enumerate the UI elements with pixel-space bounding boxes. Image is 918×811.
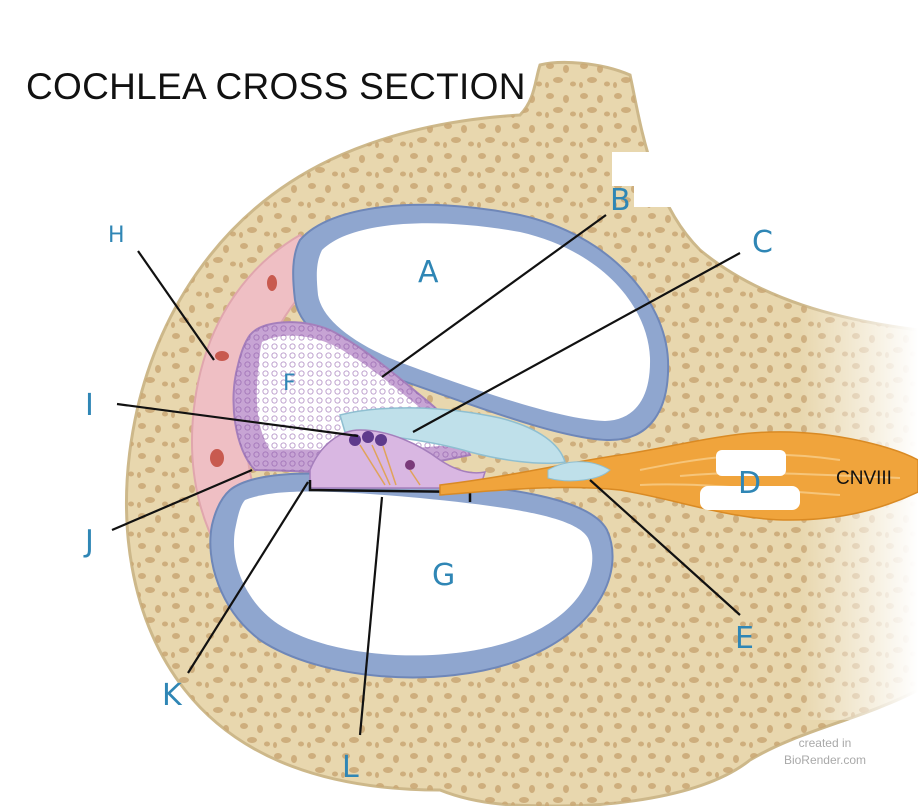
leader-lines	[111, 214, 741, 736]
label-g: G	[432, 558, 455, 593]
leader-h	[137, 250, 215, 361]
blood-vessel-2	[267, 275, 277, 291]
leader-c	[412, 252, 741, 433]
redaction-box-2	[634, 185, 692, 207]
redaction-box-4	[700, 486, 800, 510]
leader-b	[381, 214, 607, 378]
redaction-box-1	[612, 152, 670, 186]
label-h: H	[108, 223, 125, 248]
label-l: L	[342, 750, 359, 785]
label-i: I	[85, 388, 94, 423]
label-b: B	[610, 183, 631, 218]
leader-l	[358, 496, 384, 736]
basilar-membrane-bracket	[308, 480, 472, 502]
organ-of-corti	[309, 429, 487, 489]
page-title: COCHLEA CROSS SECTION	[26, 66, 526, 107]
credit-line-1: created in	[798, 736, 852, 750]
nerve-label: CNVIII	[836, 468, 892, 489]
leader-k	[187, 481, 309, 674]
biorender-credit: created in BioRender.com	[784, 735, 866, 769]
credit-line-2: BioRender.com	[783, 753, 866, 767]
tectorial-membrane	[339, 407, 566, 465]
redaction-box-3	[716, 450, 786, 476]
label-d: D	[738, 466, 761, 501]
label-a: A	[418, 255, 439, 290]
label-k: K	[162, 678, 183, 713]
label-e: E	[735, 621, 754, 656]
label-f: F	[283, 371, 296, 396]
leader-j	[111, 468, 253, 532]
label-c: C	[752, 225, 773, 260]
leader-i	[116, 402, 359, 438]
scala-vestibuli	[292, 203, 670, 442]
blood-vessel-1	[215, 351, 229, 361]
blood-vessel-3	[210, 449, 224, 467]
label-j: J	[83, 524, 94, 559]
leader-e	[589, 479, 741, 616]
